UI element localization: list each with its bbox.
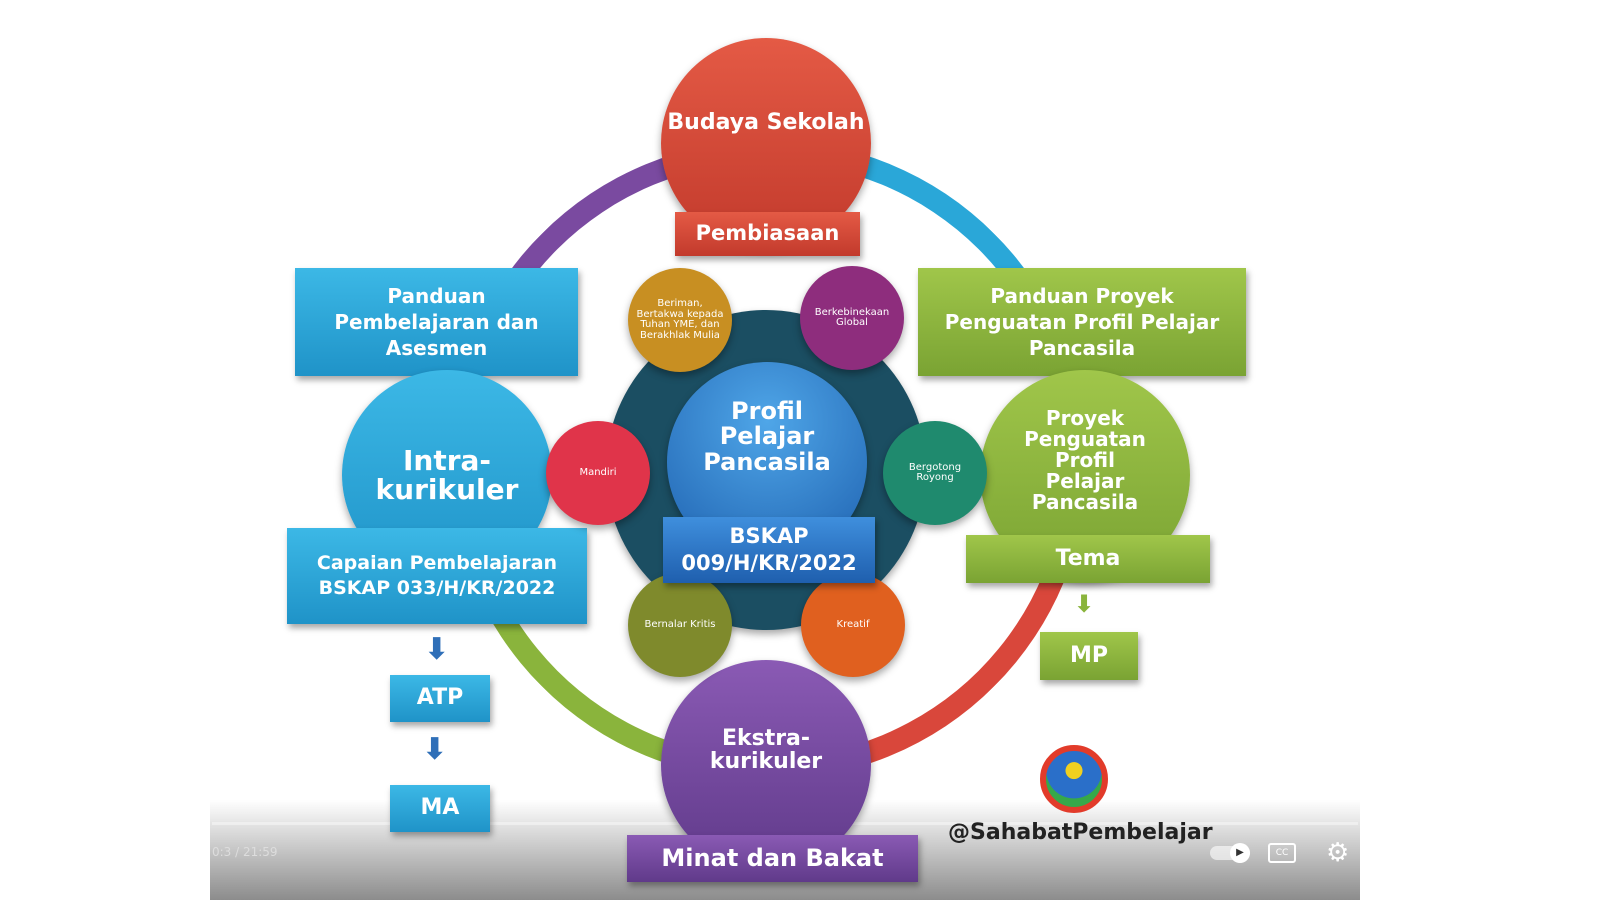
arrow-down-icon: ⬇ [424,632,450,667]
kebinekaan-bubble: Berkebinekaan Global [800,266,904,370]
arrow-down-icon: ⬇ [1074,590,1095,618]
time-display: 0:3 / 21:59 [212,845,278,859]
minat-bakat-box: Minat dan Bakat [627,835,918,882]
panduan-pembelajaran-box: Panduan Pembelajaran dan Asesmen [295,268,578,376]
settings-gear-icon[interactable]: ⚙ [1326,838,1350,868]
play-icon: ▶ [1230,843,1250,863]
arrow-down-icon: ⬇ [422,732,448,767]
bernalar-kritis-bubble: Bernalar Kritis [628,573,732,677]
atp-box: ATP [390,675,490,722]
watermark-text: @SahabatPembelajar [948,820,1213,845]
mandiri-bubble: Mandiri [546,421,650,525]
beriman-bubble: Beriman, Bertakwa kepada Tuhan YME, dan … [628,268,732,372]
autoplay-toggle[interactable]: ▶ [1210,843,1250,863]
panduan-proyek-box: Panduan Proyek Penguatan Profil Pelajar … [918,268,1246,376]
captions-icon[interactable]: CC [1268,843,1296,863]
mp-box: MP [1040,632,1138,680]
pembiasaan-box: Pembiasaan [675,212,860,256]
tema-box: Tema [966,535,1210,583]
logo-icon [1040,745,1108,813]
kreatif-bubble: Kreatif [801,573,905,677]
capaian-pembelajaran-box: Capaian Pembelajaran BSKAP 033/H/KR/2022 [287,528,587,624]
bskap-box: BSKAP 009/H/KR/2022 [663,517,875,583]
ma-box: MA [390,785,490,832]
gotong-royong-bubble: Bergotong Royong [883,421,987,525]
